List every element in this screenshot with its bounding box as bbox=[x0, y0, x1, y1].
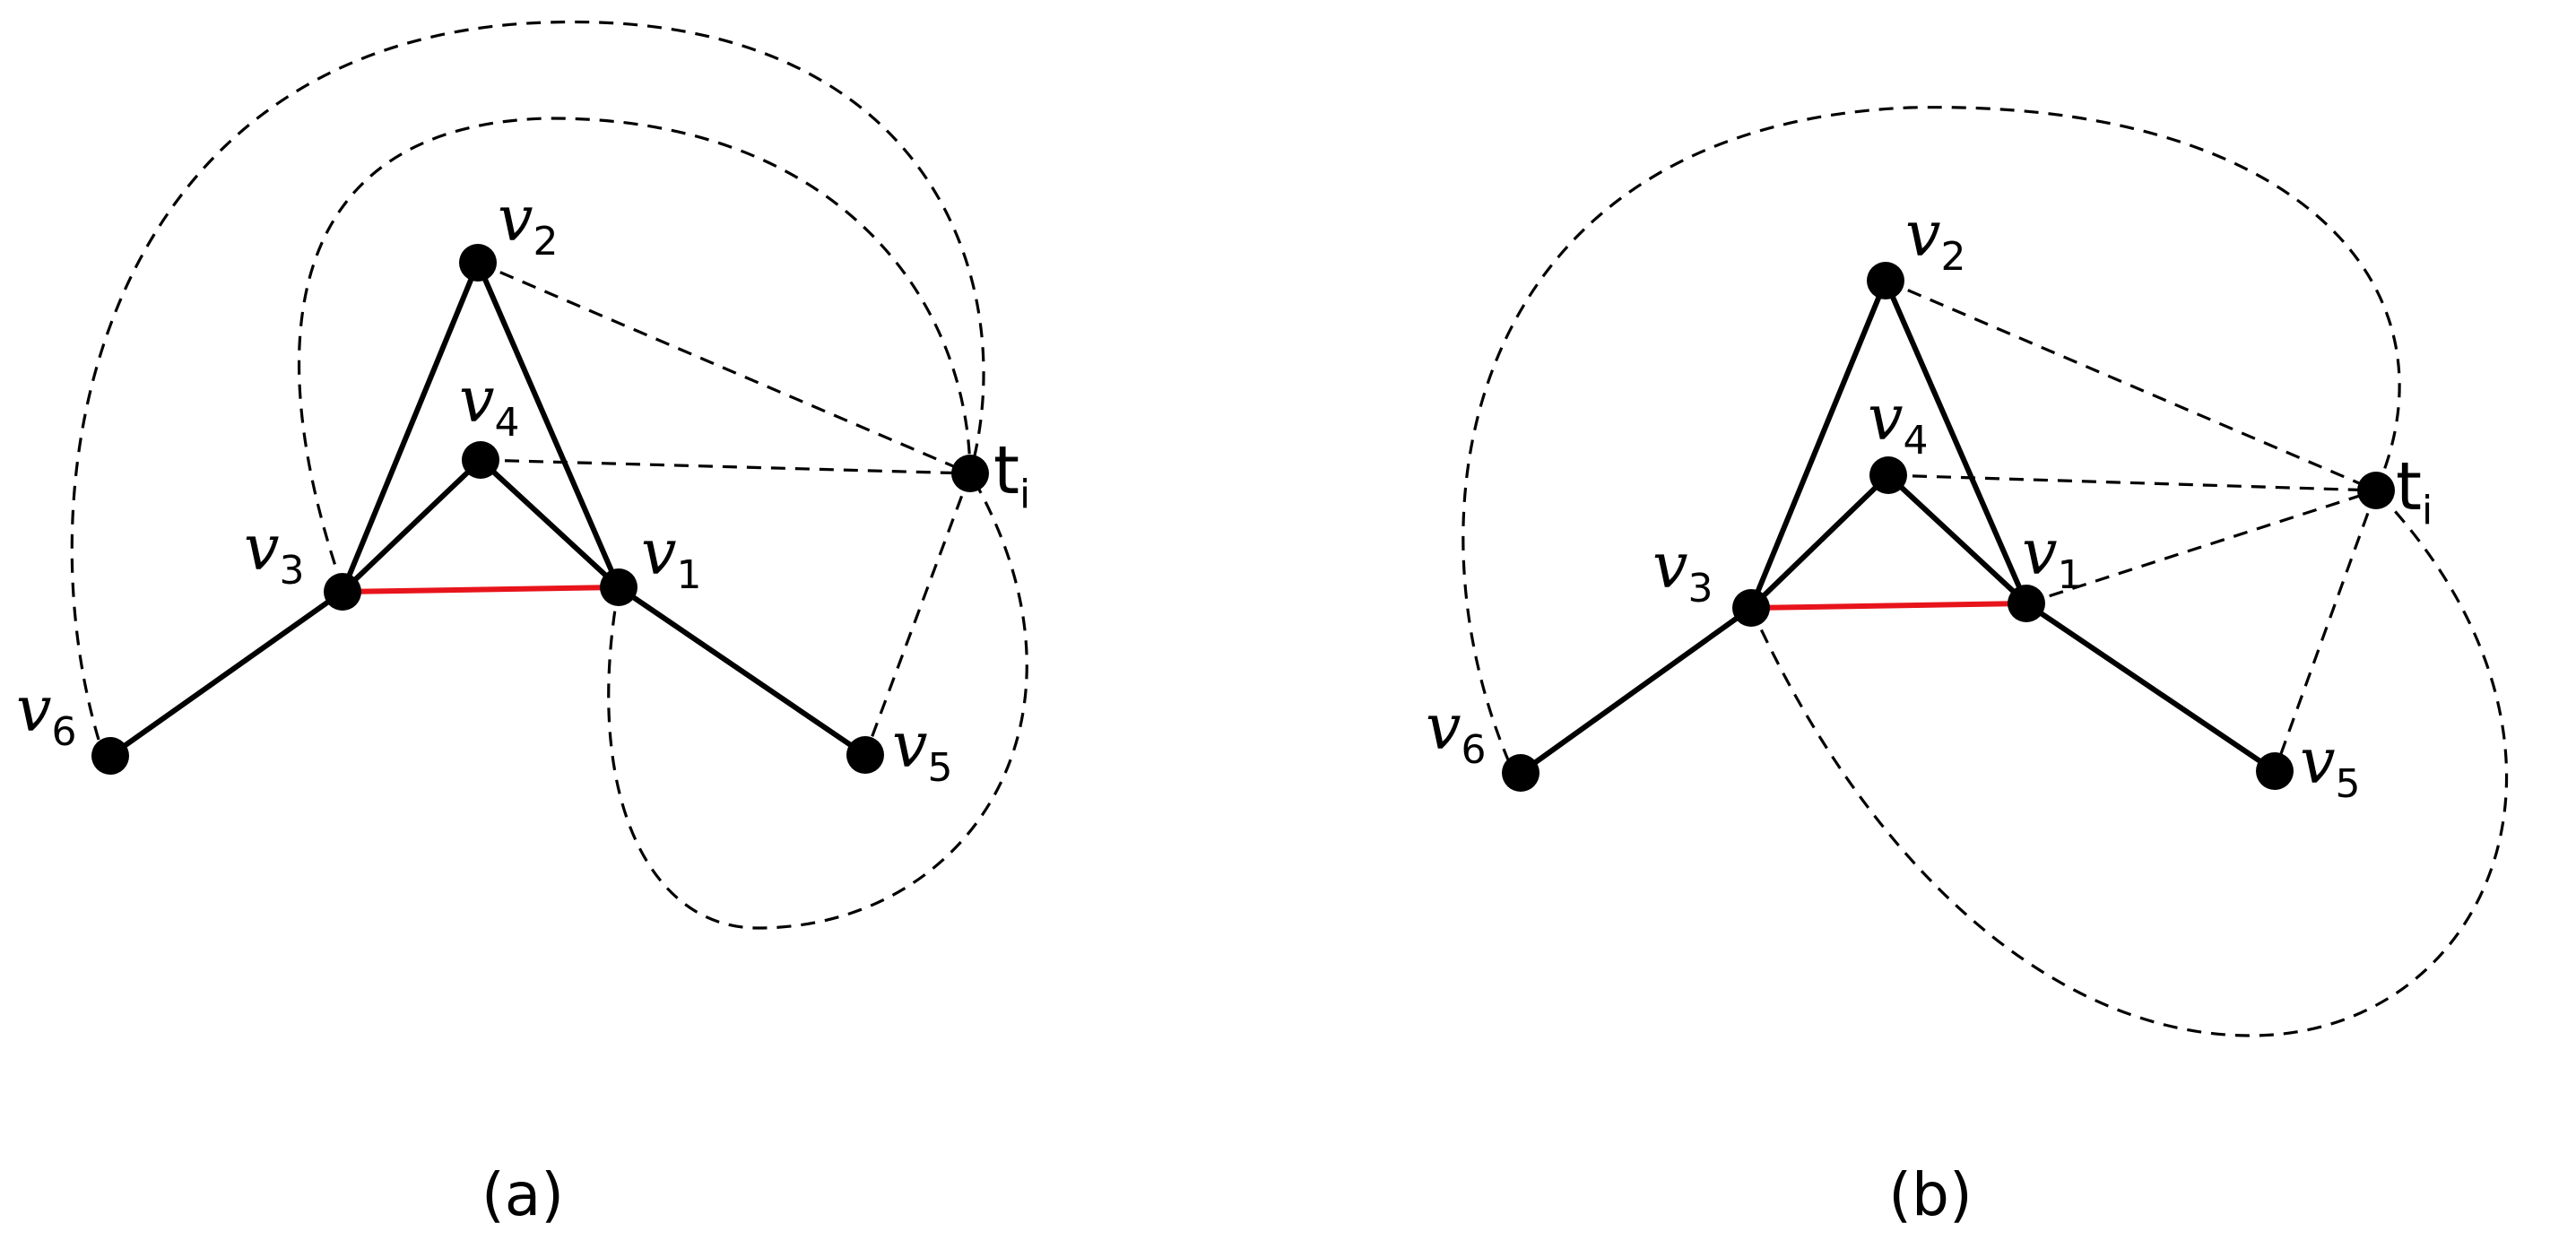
label-v6: v6 bbox=[1426, 690, 1487, 773]
label-v6: v6 bbox=[16, 672, 77, 755]
dashed-edge-v3-ti bbox=[298, 117, 972, 588]
vertex-v4 bbox=[462, 441, 499, 479]
edge-v3-v6 bbox=[108, 589, 345, 759]
dashed-edge-v1-ti bbox=[2025, 489, 2377, 605]
label-v3: v3 bbox=[244, 511, 305, 594]
vertex-v3 bbox=[1732, 589, 1770, 627]
dashed-edge-v4-ti bbox=[1887, 473, 2377, 492]
edge-v1-v5 bbox=[616, 585, 868, 758]
label-v5: v5 bbox=[2300, 724, 2361, 807]
label-ti: ti bbox=[2396, 448, 2433, 533]
dashed-edge-v6-ti bbox=[1461, 106, 2401, 763]
highlighted-edge-v3-v1 bbox=[340, 585, 621, 594]
vertex-v2 bbox=[459, 244, 497, 282]
highlighted-edge-v3-v1 bbox=[1748, 601, 2029, 611]
vertex-ti bbox=[951, 455, 989, 492]
dashed-edge-v1-ti bbox=[607, 473, 1028, 930]
label-v4: v4 bbox=[1868, 381, 1929, 464]
caption-b: (b) bbox=[1888, 1160, 1972, 1229]
vertex-v3 bbox=[324, 573, 361, 611]
dashed-edge-v2-ti bbox=[477, 261, 971, 475]
edge-v1-v5 bbox=[2024, 601, 2277, 774]
panel-b: v2 v4 v3 v1 v6 v5 ti (b) bbox=[1426, 106, 2509, 1229]
vertex-v6 bbox=[91, 737, 129, 775]
label-v4: v4 bbox=[459, 363, 520, 446]
label-v2: v2 bbox=[1905, 197, 1966, 280]
caption-a: (a) bbox=[481, 1160, 564, 1229]
edge-v3-v2 bbox=[340, 260, 481, 594]
vertex-v1 bbox=[2008, 585, 2045, 622]
label-v3: v3 bbox=[1652, 529, 1713, 611]
label-v2: v2 bbox=[498, 182, 559, 265]
dashed-edge-v6-ti bbox=[70, 20, 985, 741]
edge-v4-v1 bbox=[478, 457, 621, 590]
dashed-edge-v4-ti bbox=[480, 458, 971, 475]
dashed-edge-v3-ti bbox=[1749, 489, 2509, 1037]
label-v1: v1 bbox=[2022, 516, 2083, 598]
label-v5: v5 bbox=[892, 708, 953, 791]
edge-v3-v2 bbox=[1748, 278, 1888, 611]
dashed-edge-ti-v5 bbox=[863, 473, 972, 756]
edge-v2-v1 bbox=[1883, 278, 2029, 606]
panel-a: v2 v4 v3 v1 v6 v5 ti (a) bbox=[16, 20, 1030, 1229]
label-ti: ti bbox=[993, 432, 1030, 517]
dashed-edge-ti-v5 bbox=[2273, 490, 2378, 772]
edge-v3-v4 bbox=[340, 457, 483, 594]
vertex-ti bbox=[2357, 472, 2395, 509]
edge-v3-v4 bbox=[1748, 473, 1891, 611]
edge-v3-v6 bbox=[1518, 605, 1754, 776]
vertex-v4 bbox=[1869, 456, 1907, 494]
label-v1: v1 bbox=[641, 516, 702, 598]
edge-v2-v1 bbox=[475, 260, 621, 590]
vertex-v1 bbox=[600, 568, 637, 606]
vertex-v6 bbox=[1502, 754, 1540, 792]
vertex-v5 bbox=[2256, 752, 2294, 790]
vertex-v2 bbox=[1867, 262, 1904, 299]
vertex-v5 bbox=[846, 736, 884, 774]
dashed-edge-v2-ti bbox=[1885, 279, 2377, 492]
edge-v4-v1 bbox=[1886, 473, 2029, 606]
